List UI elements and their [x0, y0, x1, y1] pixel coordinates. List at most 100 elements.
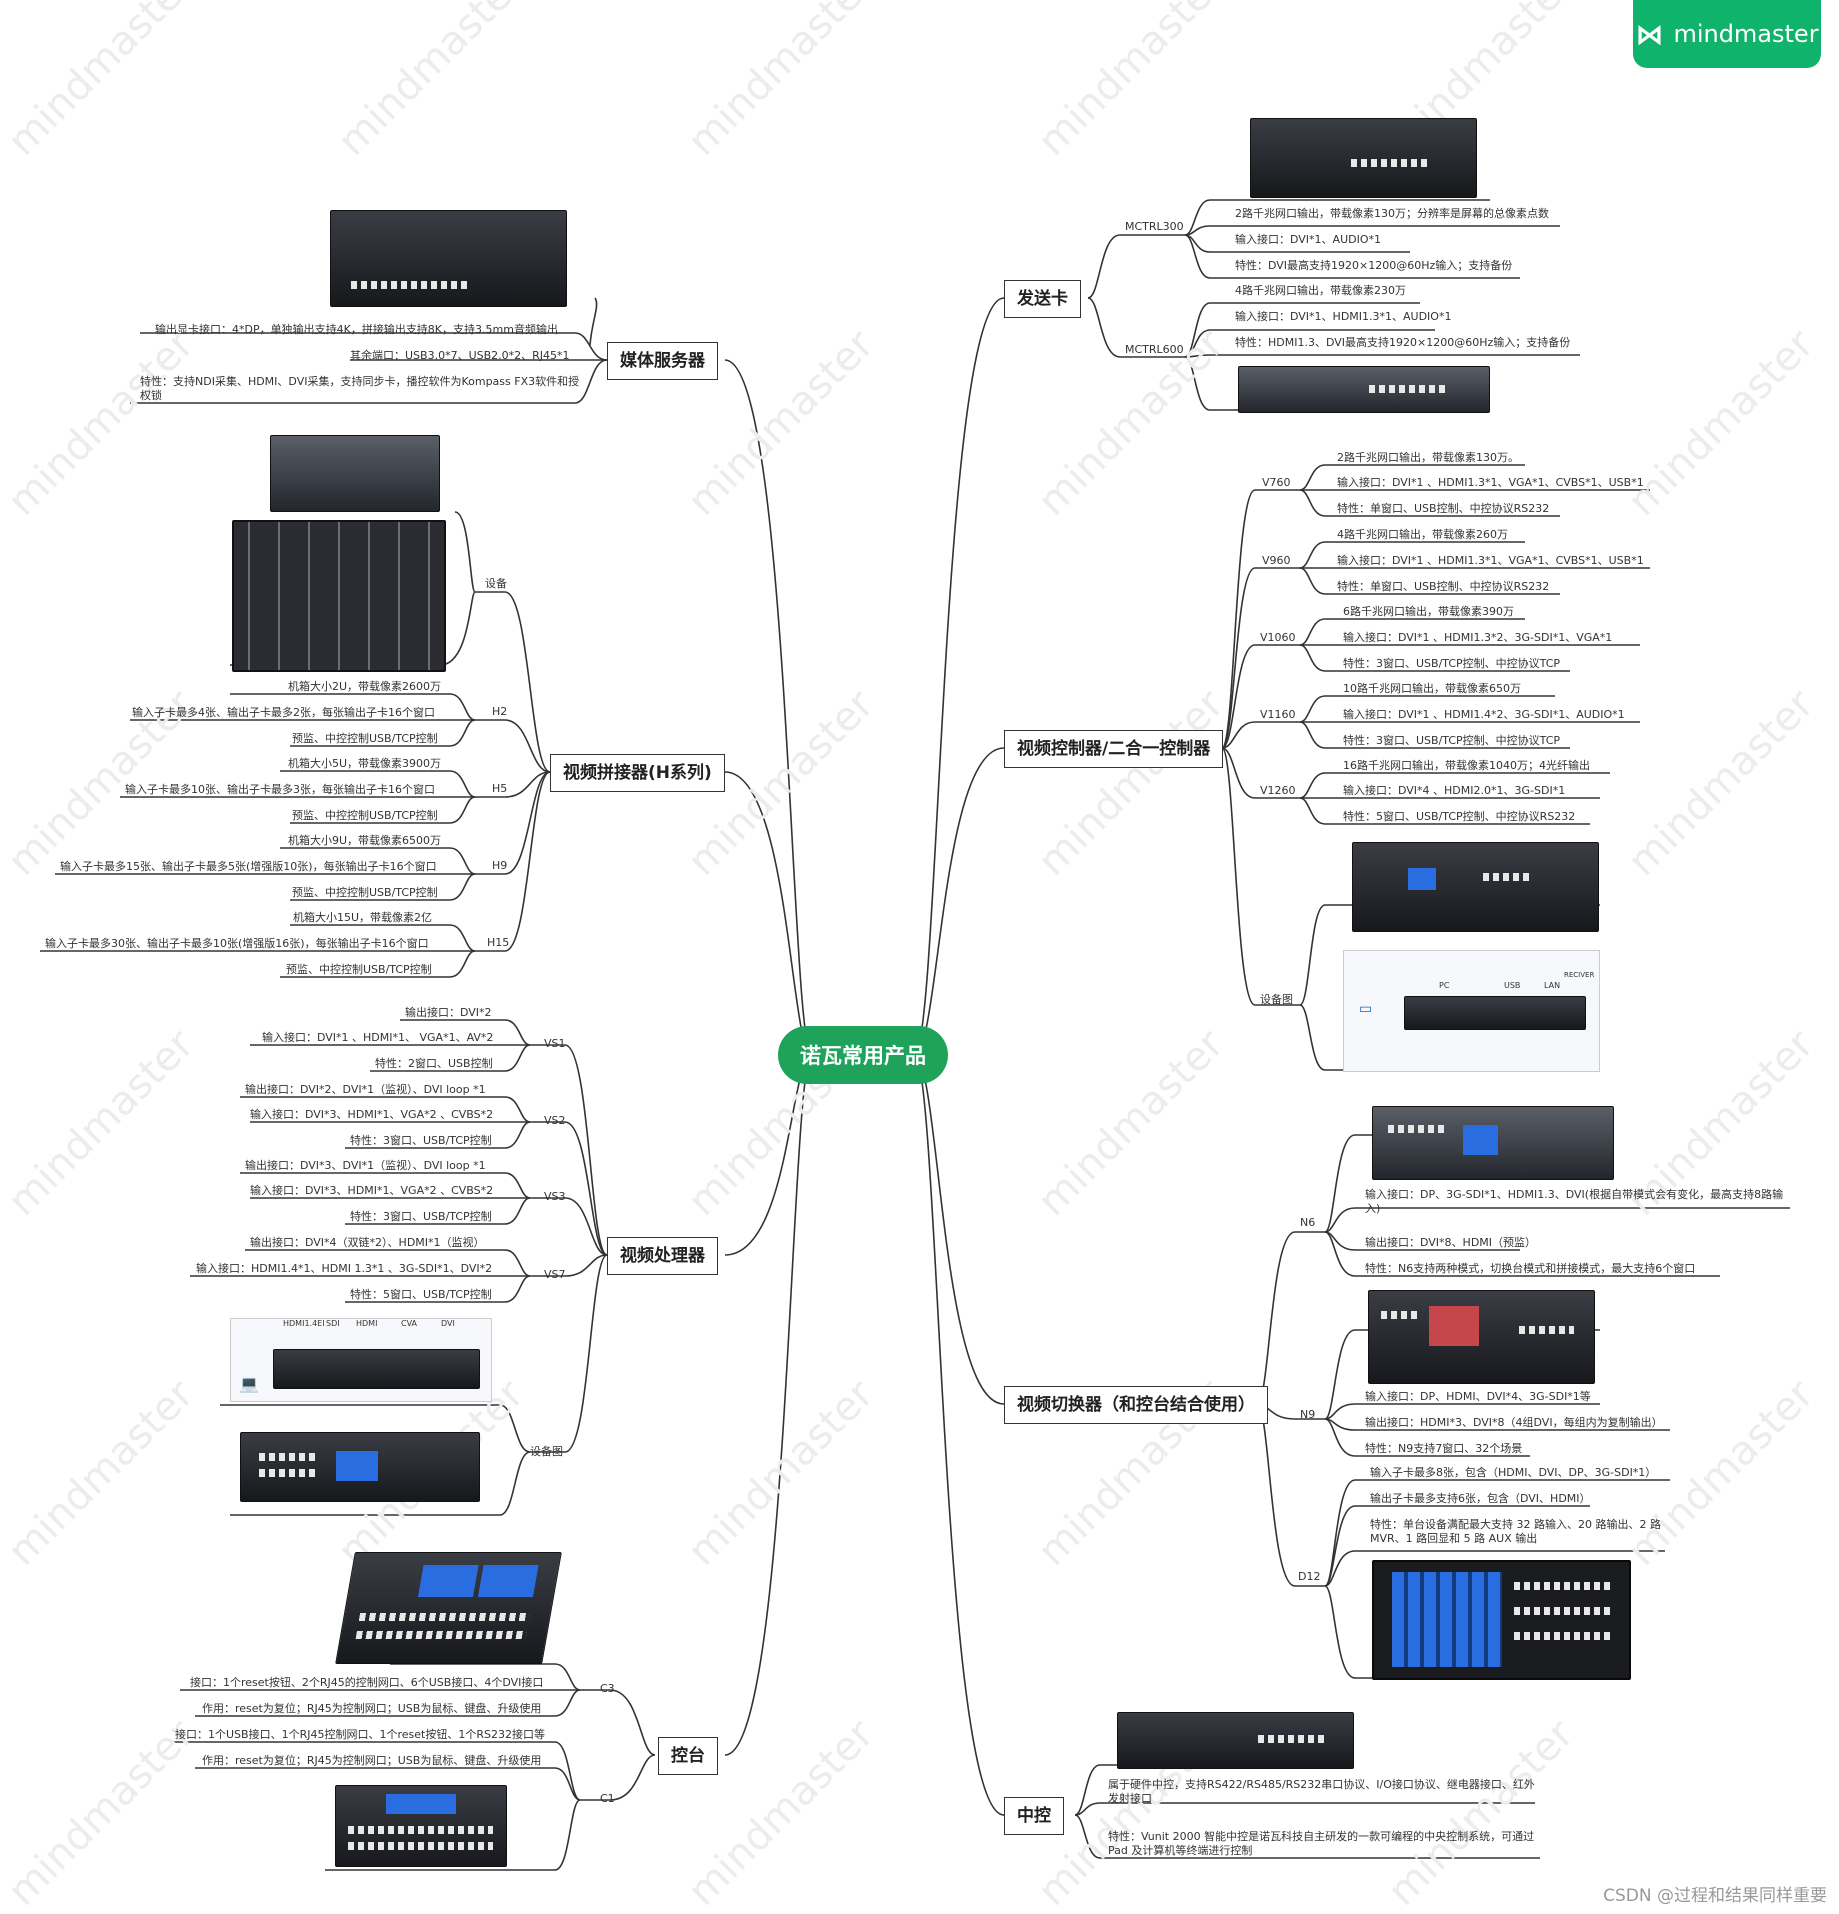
mindmaster-badge[interactable]: ⋈ mindmaster — [1633, 0, 1821, 68]
switcher-item: 特性：N6支持两种模式，切换台模式和拼接模式，最大支持6个窗口 — [1365, 1262, 1696, 1275]
controller-item: 输入接口：DVI*1 、HDMI1.4*2、3G-SDI*1、AUDIO*1 — [1343, 708, 1625, 721]
csdn-footer: CSDN @过程和结果同样重要 — [1603, 1886, 1827, 1906]
splicer-device-image — [270, 435, 440, 512]
topic-processor[interactable]: 视频处理器 — [607, 1237, 718, 1275]
controller-item: 输入接口：DVI*4 、HDMI2.0*1、3G-SDI*1 — [1343, 784, 1566, 797]
splicer-group-name: H15 — [487, 936, 510, 949]
diagram-label: USB — [1504, 981, 1521, 990]
controller-device-label: 设备图 — [1260, 993, 1293, 1006]
diagram-label: HDMI1.4EI — [283, 1319, 325, 1328]
processor-connection-diagram: HDMI1.4EI SDI HDMI CVA DVI 💻 — [230, 1318, 492, 1402]
controller-item: 输入接口：DVI*1 、HDMI1.3*2、3G-SDI*1、VGA*1 — [1343, 631, 1613, 644]
console-group-name: C3 — [600, 1682, 615, 1695]
controller-item: 2路千兆网口输出，带载像素130万。 — [1337, 451, 1519, 464]
console-item: 作用：reset为复位；RJ45为控制网口；USB为鼠标、键盘、升级使用 — [202, 1702, 542, 1715]
topic-sender[interactable]: 发送卡 — [1004, 280, 1081, 318]
switcher-item: 输入子卡最多8张，包含（HDMI、DVI、DP、3G-SDI*1） — [1370, 1466, 1657, 1479]
processor-device-image — [240, 1432, 480, 1502]
topic-central[interactable]: 中控 — [1004, 1797, 1064, 1835]
processor-group-name: VS3 — [544, 1190, 566, 1203]
splicer-item: 机箱大小2U，带载像素2600万 — [288, 680, 442, 693]
n6-device-image — [1372, 1106, 1614, 1180]
splicer-rack-image — [232, 520, 446, 672]
processor-item: 特性：2窗口、USB控制 — [375, 1057, 493, 1070]
splicer-item: 机箱大小5U，带载像素3900万 — [288, 757, 442, 770]
splicer-item: 输入子卡最多4张、输出子卡最多2张，每张输出子卡16个窗口 — [132, 706, 435, 719]
sender-item: 输入接口：DVI*1、AUDIO*1 — [1235, 233, 1381, 246]
n9-device-image — [1368, 1290, 1595, 1384]
topic-media-server[interactable]: 媒体服务器 — [607, 342, 718, 380]
splicer-item: 输入子卡最多15张、输出子卡最多5张(增强版10张)，每张输出子卡16个窗口 — [60, 860, 437, 873]
processor-item: 输出接口：DVI*2、DVI*1（监视）、DVI loop *1 — [245, 1083, 486, 1096]
sender-group-name: MCTRL300 — [1125, 220, 1184, 233]
splicer-item: 输入子卡最多30张、输出子卡最多10张(增强版16张)，每张输出子卡16个窗口 — [45, 937, 429, 950]
controller-front-panel — [1404, 996, 1586, 1030]
switcher-item: 输入接口：DP、3G-SDI*1、HDMI1.3、DVI(根据自带模式会有变化，… — [1365, 1188, 1784, 1215]
root-topic[interactable]: 诺瓦常用产品 — [778, 1026, 948, 1084]
processor-item: 输入接口：DVI*3、HDMI*1、VGA*2 、CVBS*2 — [250, 1184, 494, 1197]
switcher-group-name: N9 — [1300, 1408, 1316, 1421]
mindmaster-logo-icon: ⋈ — [1635, 17, 1664, 51]
controller-item: 输入接口：DVI*1 、HDMI1.3*1、VGA*1、CVBS*1、USB*1 — [1337, 476, 1644, 489]
topic-controller[interactable]: 视频控制器/二合一控制器 — [1004, 730, 1224, 768]
media-server-leaf: 其余端口：USB3.0*7、USB2.0*2、RJ45*1 — [350, 349, 570, 362]
diagram-label: RECIVER — [1564, 971, 1595, 979]
diagram-label: PC — [1439, 981, 1450, 990]
processor-group-name: VS2 — [544, 1114, 566, 1127]
mctrl300-image — [1250, 118, 1477, 198]
processor-device-label: 设备图 — [530, 1445, 563, 1458]
mctrl600-image — [1238, 366, 1490, 413]
controller-item: 特性：5窗口、USB/TCP控制、中控协议RS232 — [1343, 810, 1576, 823]
sender-item: 特性：DVI最高支持1920×1200@60Hz输入；支持备份 — [1235, 259, 1513, 272]
switcher-item: 输入接口：DP、HDMI、DVI*4、3G-SDI*1等 — [1365, 1390, 1591, 1403]
processor-group-name: VS7 — [544, 1268, 566, 1281]
console-item: 接口：1个USB接口、1个RJ45控制网口、1个reset按钮、1个RS232接… — [175, 1728, 545, 1741]
diagram-label: CVA — [401, 1319, 418, 1328]
topic-console[interactable]: 控台 — [658, 1737, 718, 1775]
sender-item: 特性：HDMI1.3、DVI最高支持1920×1200@60Hz输入；支持备份 — [1235, 336, 1571, 349]
central-control-image — [1117, 1712, 1354, 1769]
switcher-item: 输出接口：DVI*8、HDMI（预监） — [1365, 1236, 1537, 1249]
processor-front-panel — [273, 1349, 480, 1389]
switcher-item: 特性：单台设备满配最大支持 32 路输入、20 路输出、2 路 MVR、1 路回… — [1370, 1518, 1661, 1545]
processor-item: 特性：3窗口、USB/TCP控制 — [350, 1210, 492, 1223]
controller-item: 6路千兆网口输出，带载像素390万 — [1343, 605, 1514, 618]
diagram-label: DVI — [441, 1319, 455, 1328]
media-server-leaf: 输出显卡接口：4*DP，单独输出支持4K，拼接输出支持8K，支持3.5mm音频输… — [155, 323, 558, 336]
controller-group-name: V960 — [1262, 554, 1291, 567]
console-c3-image — [335, 1552, 562, 1664]
splicer-item: 预监、中控控制USB/TCP控制 — [286, 963, 432, 976]
topic-splicer[interactable]: 视频拼接器(H系列) — [550, 754, 725, 792]
topic-switcher[interactable]: 视频切换器（和控台结合使用） — [1004, 1386, 1268, 1424]
processor-item: 输入接口：DVI*1 、HDMI*1、 VGA*1、AV*2 — [262, 1031, 494, 1044]
controller-group-name: V760 — [1262, 476, 1291, 489]
splicer-item: 机箱大小15U，带载像素2亿 — [293, 911, 433, 924]
processor-item: 输出接口：DVI*4（双链*2）、HDMI*1（监视） — [250, 1236, 485, 1249]
media-server-image — [330, 210, 567, 307]
controller-group-name: V1060 — [1260, 631, 1296, 644]
controller-item: 特性：3窗口、USB/TCP控制、中控协议TCP — [1343, 657, 1561, 670]
splicer-group-name: H9 — [492, 859, 508, 872]
controller-item: 输入接口：DVI*1 、HDMI1.3*1、VGA*1、CVBS*1、USB*1 — [1337, 554, 1644, 567]
media-server-leaf: 特性：支持NDI采集、HDMI、DVI采集，支持同步卡，播控软件为Kompass… — [140, 375, 580, 402]
splicer-item: 预监、中控控制USB/TCP控制 — [292, 732, 438, 745]
console-item: 接口：1个reset按钮、2个RJ45的控制网口、6个USB接口、4个DVI接口 — [190, 1676, 544, 1689]
processor-item: 输入接口：HDMI1.4*1、HDMI 1.3*1 、3G-SDI*1、DVI*… — [196, 1262, 493, 1275]
processor-item: 输出接口：DVI*3、DVI*1（监视）、DVI loop *1 — [245, 1159, 486, 1172]
diagram-label: SDI — [326, 1319, 340, 1328]
controller-device-image — [1352, 842, 1599, 932]
console-c1-image — [335, 1785, 507, 1867]
laptop-icon: 💻 — [239, 1374, 259, 1393]
brand-name: mindmaster — [1673, 20, 1819, 48]
controller-item: 特性：3窗口、USB/TCP控制、中控协议TCP — [1343, 734, 1561, 747]
sender-item: 2路千兆网口输出，带载像素130万；分辨率是屏幕的总像素点数 — [1235, 207, 1549, 220]
processor-item: 特性：5窗口、USB/TCP控制 — [350, 1288, 492, 1301]
controller-item: 16路千兆网口输出，带载像素1040万；4光纤输出 — [1343, 759, 1590, 772]
splicer-group-name: H5 — [492, 782, 508, 795]
processor-item: 特性：3窗口、USB/TCP控制 — [350, 1134, 492, 1147]
sender-group-name: MCTRL600 — [1125, 343, 1184, 356]
controller-group-name: V1160 — [1260, 708, 1296, 721]
controller-item: 10路千兆网口输出，带载像素650万 — [1343, 682, 1521, 695]
sender-item: 输入接口：DVI*1、HDMI1.3*1、AUDIO*1 — [1235, 310, 1452, 323]
